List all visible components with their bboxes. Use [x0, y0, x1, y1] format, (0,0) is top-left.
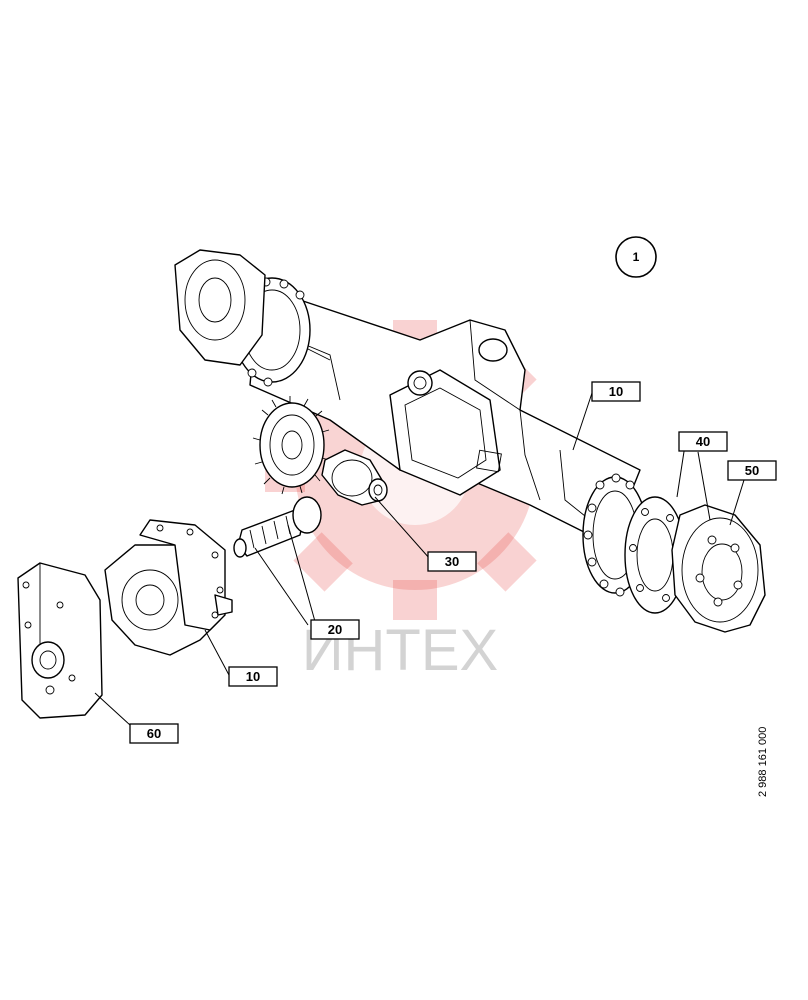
- sheet-number: 1: [633, 250, 640, 264]
- part-40-disc: [624, 496, 686, 614]
- callout-40: 40: [678, 431, 728, 452]
- sheet-number-badge: 1: [615, 236, 657, 278]
- part-30-differential: [321, 449, 388, 506]
- callout-50: 50: [727, 460, 777, 481]
- svg-text:60: 60: [147, 726, 161, 741]
- svg-text:30: 30: [445, 554, 459, 569]
- svg-text:10: 10: [609, 384, 623, 399]
- callout-30: 30: [427, 551, 477, 572]
- part-20-pinion-shaft: [233, 496, 322, 558]
- svg-text:40: 40: [696, 434, 710, 449]
- part-10-gearbox-housing: [104, 519, 233, 656]
- svg-text:10: 10: [246, 669, 260, 684]
- callout-20: 20: [310, 619, 360, 640]
- part-60-cover: [17, 562, 103, 719]
- leader-lines: [94, 392, 745, 726]
- svg-text:50: 50: [745, 463, 759, 478]
- callout-10-axle: 10: [591, 381, 641, 402]
- part-20-ring-gear: [252, 396, 330, 495]
- callout-10-housing: 10: [228, 666, 278, 687]
- part-50-wheel-hub: [671, 504, 766, 633]
- svg-text:20: 20: [328, 622, 342, 637]
- callout-60: 60: [129, 723, 179, 744]
- document-number: 2 988 161 000: [757, 727, 769, 797]
